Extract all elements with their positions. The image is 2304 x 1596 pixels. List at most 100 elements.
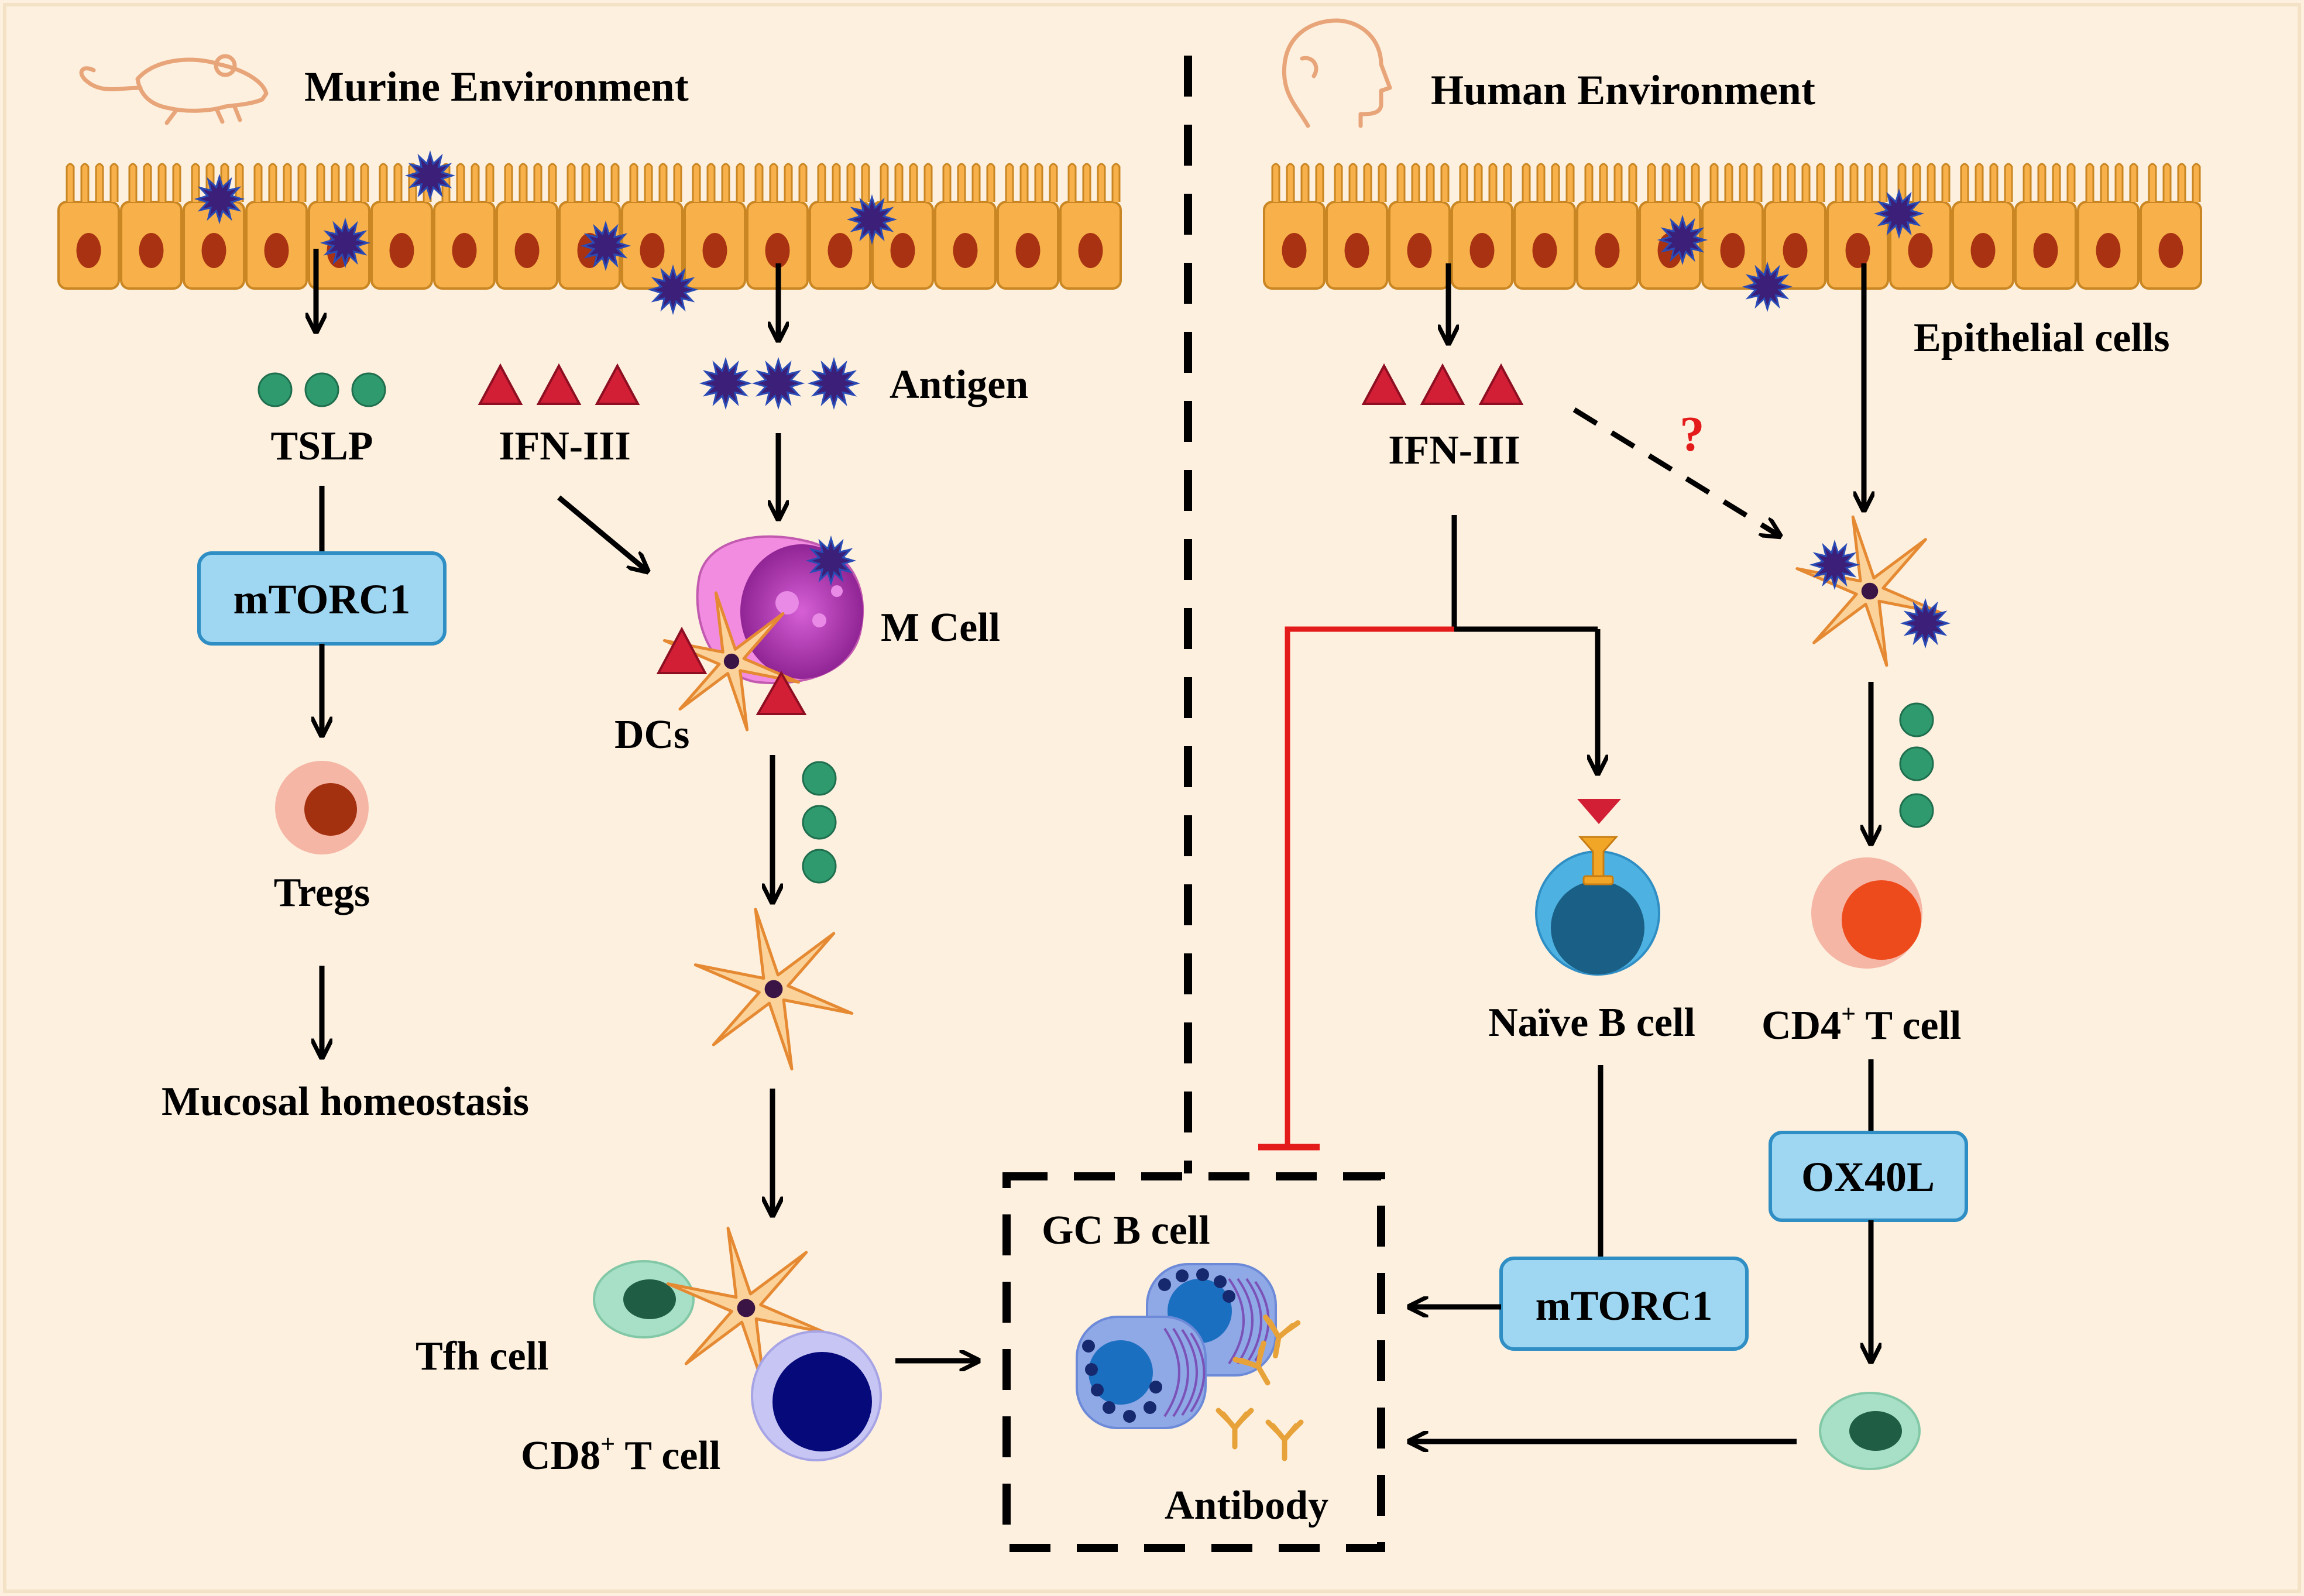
epithelial-cell (934, 163, 997, 290)
dendritic-cell (662, 591, 801, 732)
antigen-particle (194, 173, 245, 225)
mtorc1-label-human: mTORC1 (1536, 1282, 1713, 1329)
epithelial-cell (809, 163, 871, 290)
ifn-ligand (1577, 799, 1621, 824)
antigen-particle (1657, 214, 1708, 266)
epithelial-cell (1326, 163, 1388, 290)
antigen-particle (580, 220, 631, 272)
naive-b-cell (1535, 850, 1660, 976)
cd8-t-cell (751, 1330, 882, 1461)
treg-cell (275, 761, 369, 854)
cd4-t-cell-label: CD4+ T cell (1762, 1000, 1961, 1048)
mtorc1-box-human (1499, 1257, 1749, 1351)
epithelial-cell (57, 163, 120, 290)
tfh-cell-human (1819, 1392, 1921, 1470)
epithelial-cell (746, 163, 809, 290)
naive-b-cell-label: Naïve B cell (1488, 1000, 1695, 1045)
mtorc1-label-murine: mTORC1 (234, 576, 411, 623)
epithelial-cell (558, 163, 621, 290)
antigen-particle (699, 356, 753, 410)
dendritic-cell-mature (693, 908, 854, 1070)
antigen-particle (1900, 598, 1951, 649)
inhibition-line (1285, 626, 1454, 1147)
dc-antigens-human (1809, 539, 1951, 649)
murine-epithelium (57, 163, 1122, 290)
arrow-ifn-to-dcs (557, 495, 647, 571)
dashed-arrow-ifn-to-dc (1572, 407, 1779, 536)
ifn-triangles-human (1361, 363, 1524, 405)
gc-b-cell-front (1076, 1316, 1207, 1429)
antigen-particle (1809, 539, 1860, 591)
antigen-cluster (699, 356, 861, 410)
mouse-icon (79, 54, 269, 125)
antigen-particle (1873, 188, 1925, 239)
epithelial-cell (1513, 163, 1576, 290)
antigen-particle (807, 356, 861, 410)
gc-granules (1158, 1268, 1235, 1303)
question-mark: ? (1680, 407, 1705, 462)
epithelial-cell (1451, 163, 1513, 290)
epithelial-cells-label: Epithelial cells (1914, 315, 2170, 361)
epithelial-cell (370, 163, 433, 290)
human-head-icon (1282, 18, 1392, 128)
antigen-particle (751, 356, 805, 410)
epithelial-cell (621, 163, 684, 290)
mucosal-homeostasis-label: Mucosal homeostasis (162, 1079, 529, 1124)
antigen-particle (320, 217, 371, 269)
cytokine-dots-human (1899, 702, 1934, 828)
dcs-label: DCs (614, 712, 689, 757)
epithelial-cell (1388, 163, 1451, 290)
ifn-triangles-murine (478, 363, 640, 405)
antibody-icons (1215, 1314, 1304, 1461)
epithelial-cell (433, 163, 496, 290)
antigen-particle (404, 150, 456, 201)
ifn-iii-label-murine: IFN-III (499, 424, 631, 469)
epithelial-cell (245, 163, 308, 290)
epithelial-cell (496, 163, 558, 290)
epithelial-cell (1701, 163, 1764, 290)
human-epithelium (1263, 163, 2202, 290)
frame (3, 3, 2301, 1593)
epithelial-cell (2014, 163, 2077, 290)
epithelial-cell (308, 163, 370, 290)
cd4-t-cell (1811, 857, 1922, 969)
epithelial-cell (2077, 163, 2140, 290)
dendritic-cell-human (1795, 515, 1944, 667)
epithelial-cell (1576, 163, 1639, 290)
ifn-on-dc (656, 626, 807, 715)
tslp-dots (257, 372, 386, 407)
epithelial-cell (120, 163, 183, 290)
antibody-label: Antibody (1165, 1483, 1328, 1528)
gc-granules (1082, 1340, 1162, 1423)
gc-b-cell-label: GC B cell (1042, 1208, 1210, 1253)
epithelial-antigens (194, 150, 1925, 315)
tfh-cell (593, 1260, 695, 1338)
tregs-label: Tregs (274, 870, 370, 915)
epithelial-cell (2140, 163, 2202, 290)
m-cell-label: M Cell (881, 605, 1000, 650)
antigen-particle (846, 194, 898, 245)
tslp-label: TSLP (270, 424, 373, 469)
ifn-iii-label-human: IFN-III (1388, 428, 1520, 473)
epithelial-cell (997, 163, 1059, 290)
epithelial-cell (1826, 163, 1889, 290)
cd8-t-cell-label: CD8+ T cell (521, 1430, 720, 1478)
murine-environment-title: Murine Environment (304, 63, 689, 110)
antigen-label: Antigen (890, 362, 1028, 407)
ifn-receptor-icon (1578, 836, 1619, 885)
ox40l-label: OX40L (1801, 1154, 1935, 1200)
epithelial-cell (1059, 163, 1122, 290)
m-cell-antigen (805, 535, 857, 586)
cytokine-dots-murine (802, 761, 837, 884)
epithelial-cell (1952, 163, 2014, 290)
epithelial-cell (684, 163, 746, 290)
antigen-particle (805, 535, 857, 586)
human-environment-title: Human Environment (1431, 67, 1815, 114)
tfh-cell-label: Tfh cell (416, 1334, 548, 1379)
antigen-particle (1742, 261, 1793, 313)
epithelial-cell (1764, 163, 1826, 290)
epithelial-cell (1263, 163, 1326, 290)
epithelial-cell (871, 163, 934, 290)
antigen-particle (647, 264, 699, 315)
